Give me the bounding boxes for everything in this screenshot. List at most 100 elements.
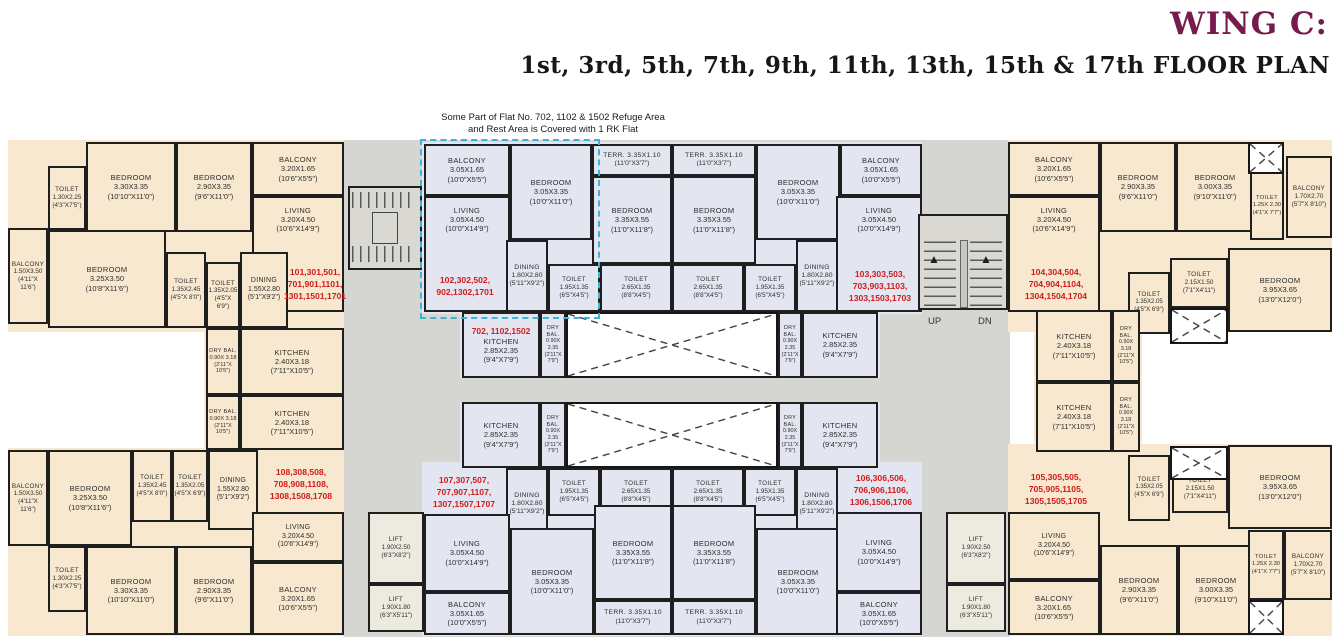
- flat-numbers-line: 1306,1506,1706: [849, 497, 913, 508]
- room-label: 2.65X1.35: [621, 488, 651, 496]
- room-label: BEDROOM: [777, 178, 819, 188]
- room-label: TOILET: [624, 480, 648, 488]
- room-label: 2.65X1.35: [693, 488, 723, 496]
- room-label: (10'0"X14'9"): [857, 556, 901, 566]
- room-label: (10'0"X11'0"): [529, 196, 573, 206]
- flat-numbers-line: 1304,1504,1704: [1024, 291, 1088, 302]
- flat-numbers-line: 704,904,1104,: [1028, 278, 1084, 289]
- room-label: (10'6"X5'5"): [278, 603, 318, 613]
- flat-numbers: 105,305,505,705,905,1105,1305,1505,1705: [1012, 466, 1100, 512]
- room-label: LIVING: [285, 524, 311, 532]
- room-label: (4'5"X 6'9"): [214, 295, 232, 310]
- room-label: TOILET: [758, 480, 782, 488]
- room-label: TOILET: [696, 276, 720, 284]
- room-label: 1.90X1.80: [381, 604, 411, 612]
- room-label: (10'0"X5'5"): [447, 174, 487, 184]
- room-label: BALCONY: [1291, 553, 1325, 561]
- ventilation-shaft: [1248, 600, 1284, 635]
- room-label: 3.05X1.65: [863, 165, 899, 175]
- flat-numbers-line: 1303,1503,1703: [848, 293, 912, 304]
- flat-numbers-line: 706,906,1106,: [853, 484, 909, 495]
- flat-numbers-line: 701,901,1101,: [287, 278, 343, 289]
- ventilation-shaft: [1248, 142, 1284, 174]
- room-label: 3.20X1.65: [280, 593, 316, 603]
- room-label: DINING: [219, 477, 247, 485]
- room-dry-bal: DRY BAL.0.90X 3.18(2'11"X 10'5"): [1112, 310, 1140, 382]
- room-label: (9'6"X11'0"): [1118, 191, 1158, 201]
- room-label: (7'11"X10'5"): [1052, 350, 1096, 360]
- room-label: 2.15X1.50: [1185, 485, 1215, 493]
- room-label: 3.35X3.55: [614, 215, 650, 225]
- room-dry-bal: DRY BAL.0.90X 2.35(2'11"X 7'9"): [778, 312, 802, 378]
- room-label: DINING: [514, 263, 540, 271]
- flat-numbers-line: 1308,1508,1708: [269, 491, 333, 502]
- room-label: BEDROOM: [1117, 173, 1159, 183]
- room-label: (6'3"X8'2"): [381, 551, 411, 559]
- room-label: (2'11"X 10'5"): [214, 361, 232, 375]
- room-terr-3-35x1-10: TERR. 3.35X1.10(11'0"X3'7"): [672, 600, 756, 635]
- room-label: (4'1"X 7'7"): [1251, 568, 1281, 575]
- room-label: 3.05X4.50: [861, 215, 897, 225]
- room-label: BEDROOM: [1195, 576, 1237, 586]
- room-label: 1.80X2.80: [801, 271, 833, 279]
- room-label: KITCHEN: [822, 421, 858, 431]
- dn-arrow-icon: ▲: [980, 252, 992, 266]
- room-label: KITCHEN: [483, 336, 519, 346]
- room-label: BEDROOM: [1118, 576, 1160, 586]
- room-label: (11'0"X11'8"): [692, 224, 736, 234]
- flat-numbers: 101,301,501,701,901,1101,1301,1501,1701: [284, 258, 346, 310]
- ventilation-shaft: [566, 312, 778, 378]
- room-label: 1.95X1.35: [559, 488, 589, 496]
- room-label: 3.35X3.55: [696, 547, 732, 557]
- room-label: 3.05X3.35: [780, 187, 816, 197]
- room-label: 3.30X3.35: [113, 585, 149, 595]
- flat-numbers-line: 902,1302,1701: [436, 287, 494, 297]
- room-label: 1.35X2.05: [1135, 299, 1163, 306]
- room-label: DINING: [514, 491, 540, 499]
- room-label: (10'8"X11'6"): [85, 283, 129, 293]
- room-label: (6'5"X4'5"): [755, 291, 785, 299]
- room-label: (9'10"X11'0"): [1194, 594, 1238, 604]
- room-label: BEDROOM: [69, 484, 111, 494]
- floors-title: 1st, 3rd, 5th, 7th, 9th, 11th, 13th, 15t…: [520, 52, 1330, 79]
- room-label: DRY BAL.: [546, 325, 560, 338]
- room-dry-bal: DRY BAL.0.90X 2.35(2'11"X 7'9"): [778, 402, 802, 468]
- room-label: 0.90X 3.18: [1118, 410, 1134, 423]
- room-label: 0.90X 3.18: [1118, 339, 1134, 352]
- room-label: (6'3"X5'11"): [379, 611, 413, 619]
- flat-numbers: 702, 1102,1502: [471, 325, 531, 336]
- stair-flight: [352, 246, 416, 262]
- room-label: DRY BAL.: [783, 415, 797, 428]
- room-label: (4'11"X 11'6"): [18, 276, 38, 291]
- room-label: 3.95X3.65: [1262, 482, 1298, 492]
- room-label: (8'8"X4'5"): [621, 495, 651, 503]
- room-label: (10'0"X5'5"): [447, 618, 487, 628]
- room-label: 3.35X3.55: [615, 547, 651, 557]
- room-label: BEDROOM: [1259, 473, 1301, 483]
- room-label: 2.15X1.50: [1184, 279, 1214, 287]
- room-label: LIVING: [453, 539, 481, 549]
- room-label: TOILET: [758, 276, 782, 284]
- room-dry-bal: DRY BAL.0.90X 3.18(2'11"X 10'5"): [206, 328, 240, 395]
- room-label: KITCHEN: [274, 408, 310, 418]
- room-label: 1.80X2.80: [511, 271, 543, 279]
- room-label: 3.25X3.50: [72, 493, 108, 503]
- room-label: (8'8"X4'5"): [693, 291, 723, 299]
